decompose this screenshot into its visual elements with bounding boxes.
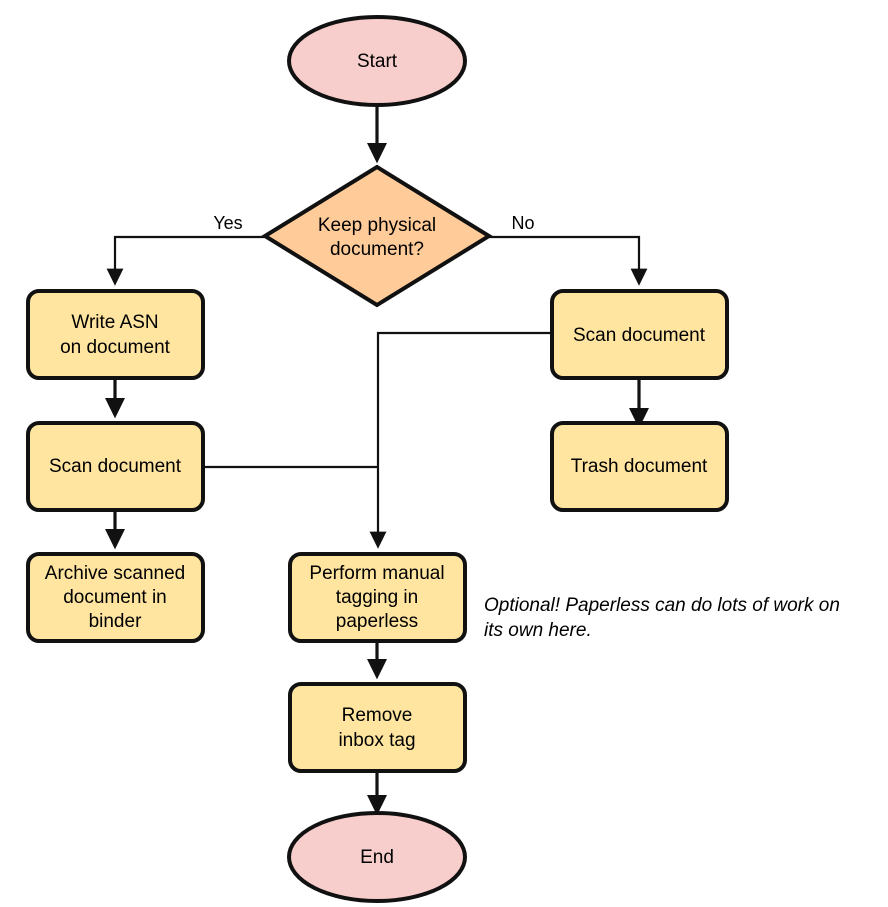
node-remove-inbox-tag[interactable]: Remove inbox tag <box>288 682 467 773</box>
node-start[interactable]: Start <box>287 15 467 107</box>
scan-right-label: Scan document <box>573 325 706 346</box>
edge-label-no: No <box>511 213 534 233</box>
node-perform-manual-tagging[interactable]: Perform manual tagging in paperless <box>288 552 467 643</box>
write-asn-label-line2: on document <box>60 337 171 358</box>
start-label: Start <box>357 51 398 72</box>
node-write-asn-on-document[interactable]: Write ASN on document <box>26 289 205 380</box>
tagging-label-line1: Perform manual <box>309 563 444 584</box>
scan-left-label: Scan document <box>49 456 182 477</box>
start-ellipse <box>287 15 467 107</box>
tagging-label-line3: paperless <box>336 611 418 632</box>
edge-scan-right-to-tagging <box>369 331 551 549</box>
decision-label-line2: document? <box>330 239 424 260</box>
trash-box <box>550 421 729 512</box>
write-asn-box <box>26 289 205 380</box>
archive-label-line1: Archive scanned <box>45 563 185 584</box>
archive-label-line2: document in <box>63 587 167 608</box>
edge-label-yes: Yes <box>213 213 242 233</box>
node-trash-document[interactable]: Trash document <box>550 421 729 512</box>
remove-inbox-box <box>288 682 467 773</box>
node-scan-document-right[interactable]: Scan document <box>550 289 729 380</box>
annotation-optional-note: Optional! Paperless can do lots of work … <box>484 595 840 641</box>
scan-right-box <box>550 289 729 380</box>
node-decision-keep-physical-document[interactable]: Keep physical document? <box>261 164 493 308</box>
node-scan-document-left[interactable]: Scan document <box>26 421 205 512</box>
write-asn-label-line1: Write ASN <box>71 312 158 333</box>
node-end[interactable]: End <box>287 811 467 903</box>
annotation-line2: its own here. <box>484 620 592 641</box>
decision-diamond <box>261 164 493 308</box>
annotation-line1: Optional! Paperless can do lots of work … <box>484 595 840 616</box>
edge-decision-no-to-scan-right <box>489 235 648 286</box>
edge-decision-yes-to-write-asn <box>106 235 265 286</box>
remove-inbox-label-line2: inbox tag <box>338 730 415 751</box>
archive-label-line3: binder <box>89 611 142 632</box>
remove-inbox-label-line1: Remove <box>342 705 413 726</box>
trash-label: Trash document <box>571 456 708 477</box>
end-label: End <box>360 847 394 868</box>
node-archive-scanned-document[interactable]: Archive scanned document in binder <box>26 552 205 643</box>
archive-box <box>26 552 205 643</box>
scan-left-box <box>26 421 205 512</box>
decision-label-line1: Keep physical <box>318 215 436 236</box>
tagging-box <box>288 552 467 643</box>
tagging-label-line2: tagging in <box>336 587 418 608</box>
end-ellipse <box>287 811 467 903</box>
